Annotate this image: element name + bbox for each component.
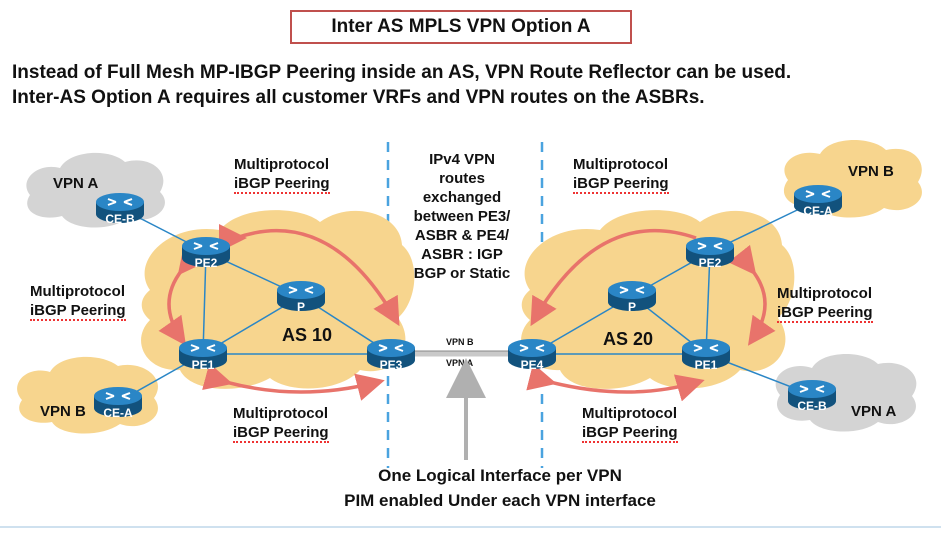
diagram-title: Inter AS MPLS VPN Option A [290, 10, 632, 44]
inter-as-route-note: IPv4 VPN routes exchanged between PE3/ A… [413, 151, 511, 282]
intro-line-2: Inter-AS Option A requires all customer … [12, 87, 705, 108]
router-pe3: PE3 [366, 338, 416, 372]
svg-text:CE-B: CE-B [105, 212, 135, 226]
site-vpn-a-left: VPN A [53, 175, 99, 192]
svg-text:PE4: PE4 [521, 358, 544, 372]
svg-text:PE2: PE2 [195, 256, 218, 270]
router-ce-b-left: CE-B [95, 192, 145, 226]
link-label-vpn-b: VPN B [446, 337, 474, 347]
router-pe4: PE4 [507, 338, 557, 372]
as10-label: AS 10 [282, 325, 333, 345]
svg-text:PE1: PE1 [695, 358, 718, 372]
as20-label: AS 20 [603, 329, 654, 349]
svg-text:CE-B: CE-B [797, 399, 827, 413]
cloud-vpn-a-right [775, 353, 917, 432]
site-vpn-b-left: VPN B [40, 403, 86, 420]
router-ce-a-left: CE-A [93, 386, 143, 420]
router-p-right: P [607, 280, 657, 314]
link-label-vpn-a: VPN A [446, 358, 474, 368]
router-ce-b-right: CE-B [787, 379, 837, 413]
router-pe1-right: PE1 [681, 338, 731, 372]
site-vpn-b-right: VPN B [848, 163, 894, 180]
intro-line-1: Instead of Full Mesh MP-IBGP Peering ins… [12, 62, 792, 83]
svg-text:PE1: PE1 [192, 358, 215, 372]
peering-arrows [158, 224, 776, 402]
bottom-note-line-1: One Logical Interface per VPN [378, 466, 622, 485]
site-vpn-a-right: VPN A [851, 403, 897, 420]
router-pe2-right: PE2 [685, 236, 735, 270]
cloud-as20 [521, 210, 795, 389]
svg-text:CE-A: CE-A [103, 406, 133, 420]
router-p-left: P [276, 280, 326, 314]
svg-text:PE3: PE3 [380, 358, 403, 372]
router-pe2-left: PE2 [181, 236, 231, 270]
svg-text:P: P [297, 300, 305, 314]
bottom-rule [0, 526, 941, 528]
router-pe1-left: PE1 [178, 338, 228, 372]
svg-text:P: P [628, 300, 636, 314]
bottom-note-line-2: PIM enabled Under each VPN interface [344, 491, 656, 510]
router-ce-a-right: CE-A [793, 184, 843, 218]
svg-text:PE2: PE2 [699, 256, 722, 270]
svg-text:CE-A: CE-A [803, 204, 833, 218]
